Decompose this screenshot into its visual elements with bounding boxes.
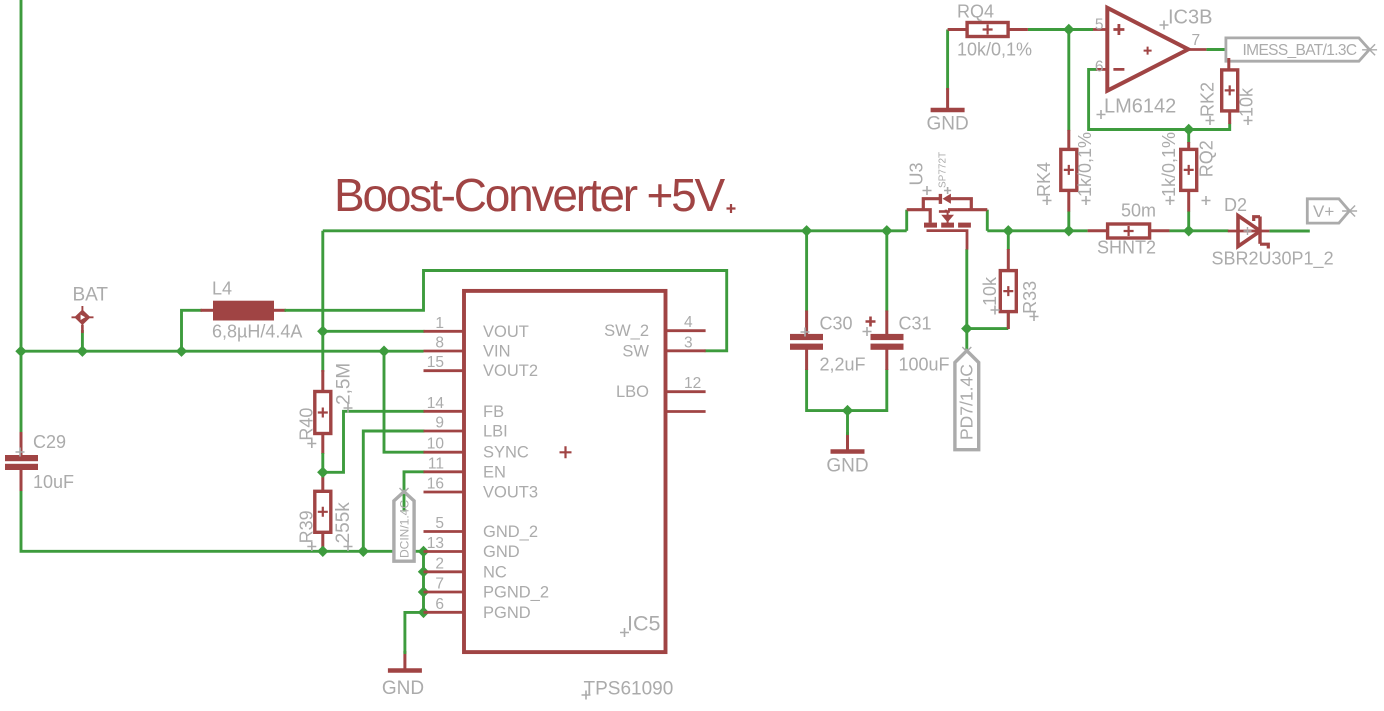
svg-text:NC: NC bbox=[483, 563, 507, 581]
svg-text:SW: SW bbox=[622, 342, 649, 360]
svg-text:PGND: PGND bbox=[483, 604, 531, 622]
svg-text:RQ4: RQ4 bbox=[957, 1, 994, 21]
svg-text:7: 7 bbox=[1192, 32, 1201, 49]
svg-text:2,5M: 2,5M bbox=[334, 363, 355, 405]
svg-text:C30: C30 bbox=[820, 314, 853, 334]
svg-text:10: 10 bbox=[427, 436, 445, 453]
svg-text:D2: D2 bbox=[1224, 195, 1247, 215]
svg-text:LM6142: LM6142 bbox=[1104, 96, 1176, 118]
svg-text:C31: C31 bbox=[899, 314, 932, 334]
svg-text:VOUT: VOUT bbox=[483, 323, 529, 341]
svg-text:10uF: 10uF bbox=[33, 472, 74, 492]
svg-text:1k/0,1%: 1k/0,1% bbox=[1159, 132, 1179, 197]
svg-text:VOUT2: VOUT2 bbox=[483, 362, 538, 380]
svg-text:RK4: RK4 bbox=[1034, 162, 1054, 197]
svg-text:3: 3 bbox=[684, 334, 693, 351]
svg-text:VOUT3: VOUT3 bbox=[483, 484, 538, 502]
svg-text:15: 15 bbox=[427, 354, 444, 371]
svg-text:R33: R33 bbox=[1020, 281, 1040, 314]
svg-text:GND_2: GND_2 bbox=[483, 523, 538, 541]
svg-text:255k: 255k bbox=[333, 502, 354, 544]
svg-text:SYNC: SYNC bbox=[483, 444, 529, 462]
svg-text:1k/0,1%: 1k/0,1% bbox=[1075, 132, 1095, 197]
svg-text:5: 5 bbox=[435, 515, 444, 532]
svg-text:IMESS_BAT/1.3C: IMESS_BAT/1.3C bbox=[1243, 42, 1357, 59]
svg-text:V+: V+ bbox=[1313, 202, 1334, 221]
svg-text:6: 6 bbox=[1095, 58, 1104, 75]
svg-text:GND: GND bbox=[483, 543, 520, 561]
svg-text:7: 7 bbox=[435, 576, 444, 593]
svg-text:100uF: 100uF bbox=[899, 355, 950, 375]
svg-text:SBR2U30P1_2: SBR2U30P1_2 bbox=[1212, 249, 1334, 270]
svg-text:6,8µH/4.4A: 6,8µH/4.4A bbox=[212, 322, 302, 342]
svg-text:DCIN/1.4C: DCIN/1.4C bbox=[398, 500, 412, 558]
svg-text:2,2uF: 2,2uF bbox=[820, 355, 866, 375]
svg-text:16: 16 bbox=[427, 476, 444, 493]
svg-text:LBI: LBI bbox=[483, 423, 508, 441]
svg-text:LBO: LBO bbox=[616, 383, 649, 401]
svg-text:SW_2: SW_2 bbox=[604, 322, 649, 340]
svg-text:9: 9 bbox=[435, 415, 444, 432]
svg-text:SHNT2: SHNT2 bbox=[1097, 238, 1156, 258]
svg-text:VIN: VIN bbox=[483, 343, 511, 361]
svg-text:C29: C29 bbox=[33, 432, 66, 452]
svg-text:U3: U3 bbox=[907, 162, 927, 185]
svg-text:Boost-Converter +5V: Boost-Converter +5V bbox=[334, 169, 726, 221]
svg-text:11: 11 bbox=[428, 455, 444, 472]
svg-text:GND: GND bbox=[926, 114, 968, 135]
svg-text:2: 2 bbox=[435, 555, 444, 572]
svg-text:8: 8 bbox=[435, 335, 444, 352]
svg-text:10k: 10k bbox=[980, 276, 1000, 306]
svg-text:6: 6 bbox=[435, 596, 444, 613]
svg-text:10k/0,1%: 10k/0,1% bbox=[957, 39, 1032, 59]
svg-text:SP772T: SP772T bbox=[938, 152, 949, 188]
svg-text:1: 1 bbox=[435, 315, 444, 332]
svg-text:EN: EN bbox=[483, 463, 506, 481]
svg-text:FB: FB bbox=[483, 403, 504, 421]
svg-text:5: 5 bbox=[1095, 16, 1104, 33]
svg-text:10k: 10k bbox=[1237, 87, 1257, 117]
svg-text:R40: R40 bbox=[297, 408, 317, 441]
svg-text:14: 14 bbox=[427, 395, 445, 412]
svg-text:PGND_2: PGND_2 bbox=[483, 584, 549, 602]
svg-text:BAT: BAT bbox=[73, 285, 109, 306]
svg-text:IC5: IC5 bbox=[627, 612, 661, 636]
svg-text:4: 4 bbox=[684, 314, 693, 331]
svg-text:L4: L4 bbox=[212, 279, 232, 299]
svg-text:RK2: RK2 bbox=[1198, 82, 1218, 117]
svg-text:IC3B: IC3B bbox=[1168, 7, 1212, 29]
svg-text:50m: 50m bbox=[1121, 201, 1156, 221]
svg-text:RQ2: RQ2 bbox=[1197, 140, 1217, 177]
svg-text:TPS61090: TPS61090 bbox=[584, 679, 674, 700]
svg-text:12: 12 bbox=[684, 375, 701, 392]
svg-text:13: 13 bbox=[427, 535, 444, 552]
svg-text:GND: GND bbox=[826, 456, 868, 477]
svg-text:R39: R39 bbox=[297, 510, 317, 543]
svg-text:PD7/1.4C: PD7/1.4C bbox=[957, 364, 977, 440]
svg-text:GND: GND bbox=[382, 678, 424, 699]
